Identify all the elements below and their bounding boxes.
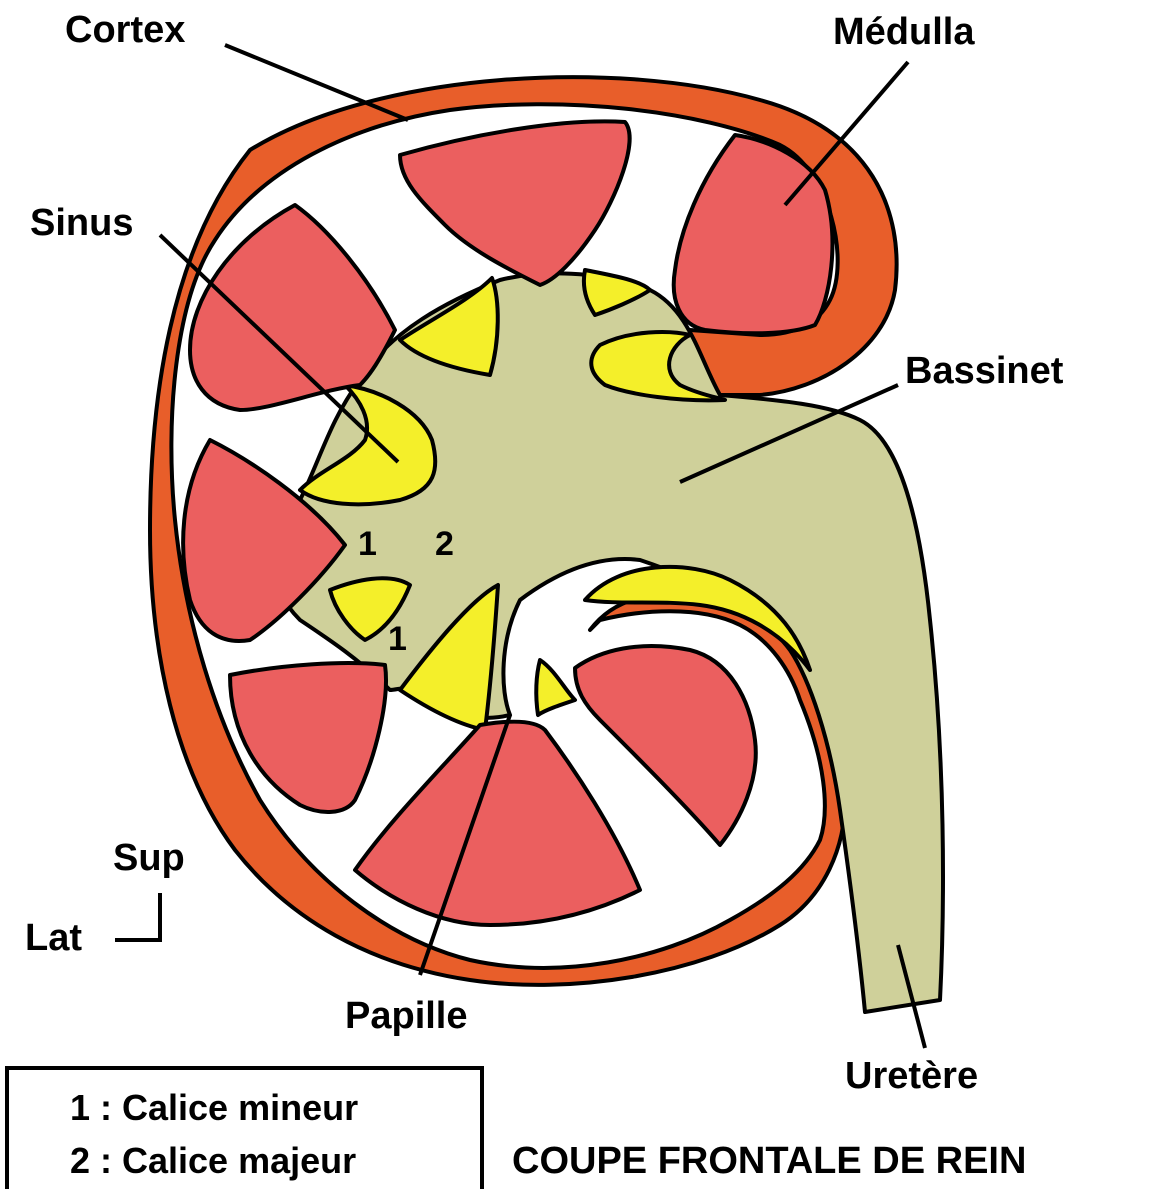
- orientation-sup-label: Sup: [113, 837, 185, 879]
- minor-calyx-marker: 1: [388, 620, 407, 658]
- sinus-label: Sinus: [30, 202, 133, 244]
- orientation-corner: [115, 893, 160, 940]
- medullary-pyramid: [190, 205, 395, 410]
- diagram-title: COUPE FRONTALE DE REIN: [512, 1140, 1026, 1182]
- major-calyx-marker: 2: [435, 525, 454, 563]
- medulla-label: Médulla: [833, 11, 975, 53]
- papille-label: Papille: [345, 995, 468, 1037]
- legend-major-calyx: 2 : Calice majeur: [70, 1140, 356, 1181]
- medullary-pyramid: [400, 121, 630, 285]
- cortex-pointer: [225, 45, 408, 120]
- uretere-label: Uretère: [845, 1055, 978, 1097]
- cortex-label: Cortex: [65, 9, 185, 51]
- orientation-lat-label: Lat: [25, 917, 82, 959]
- sinus-fat-7: [536, 660, 575, 715]
- bassinet-label: Bassinet: [905, 350, 1064, 392]
- minor-calyx-marker: 1: [358, 525, 377, 563]
- legend-minor-calyx: 1 : Calice mineur: [70, 1087, 358, 1128]
